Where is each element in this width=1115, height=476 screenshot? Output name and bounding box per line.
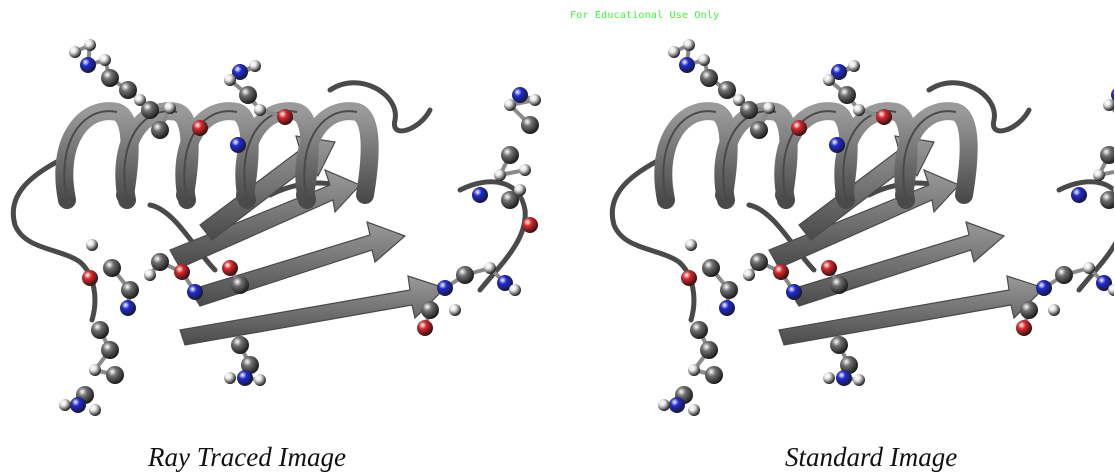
protein-structure-svg (10, 39, 541, 416)
educational-watermark: For Educational Use Only (570, 10, 720, 21)
protein-structure-svg (609, 39, 1114, 416)
standard-caption: Standard Image (785, 442, 958, 472)
ray-traced-caption: Ray Traced Image (148, 442, 346, 472)
standard-molecule-render (557, 0, 1114, 420)
ray-traced-molecule-render (0, 0, 557, 420)
